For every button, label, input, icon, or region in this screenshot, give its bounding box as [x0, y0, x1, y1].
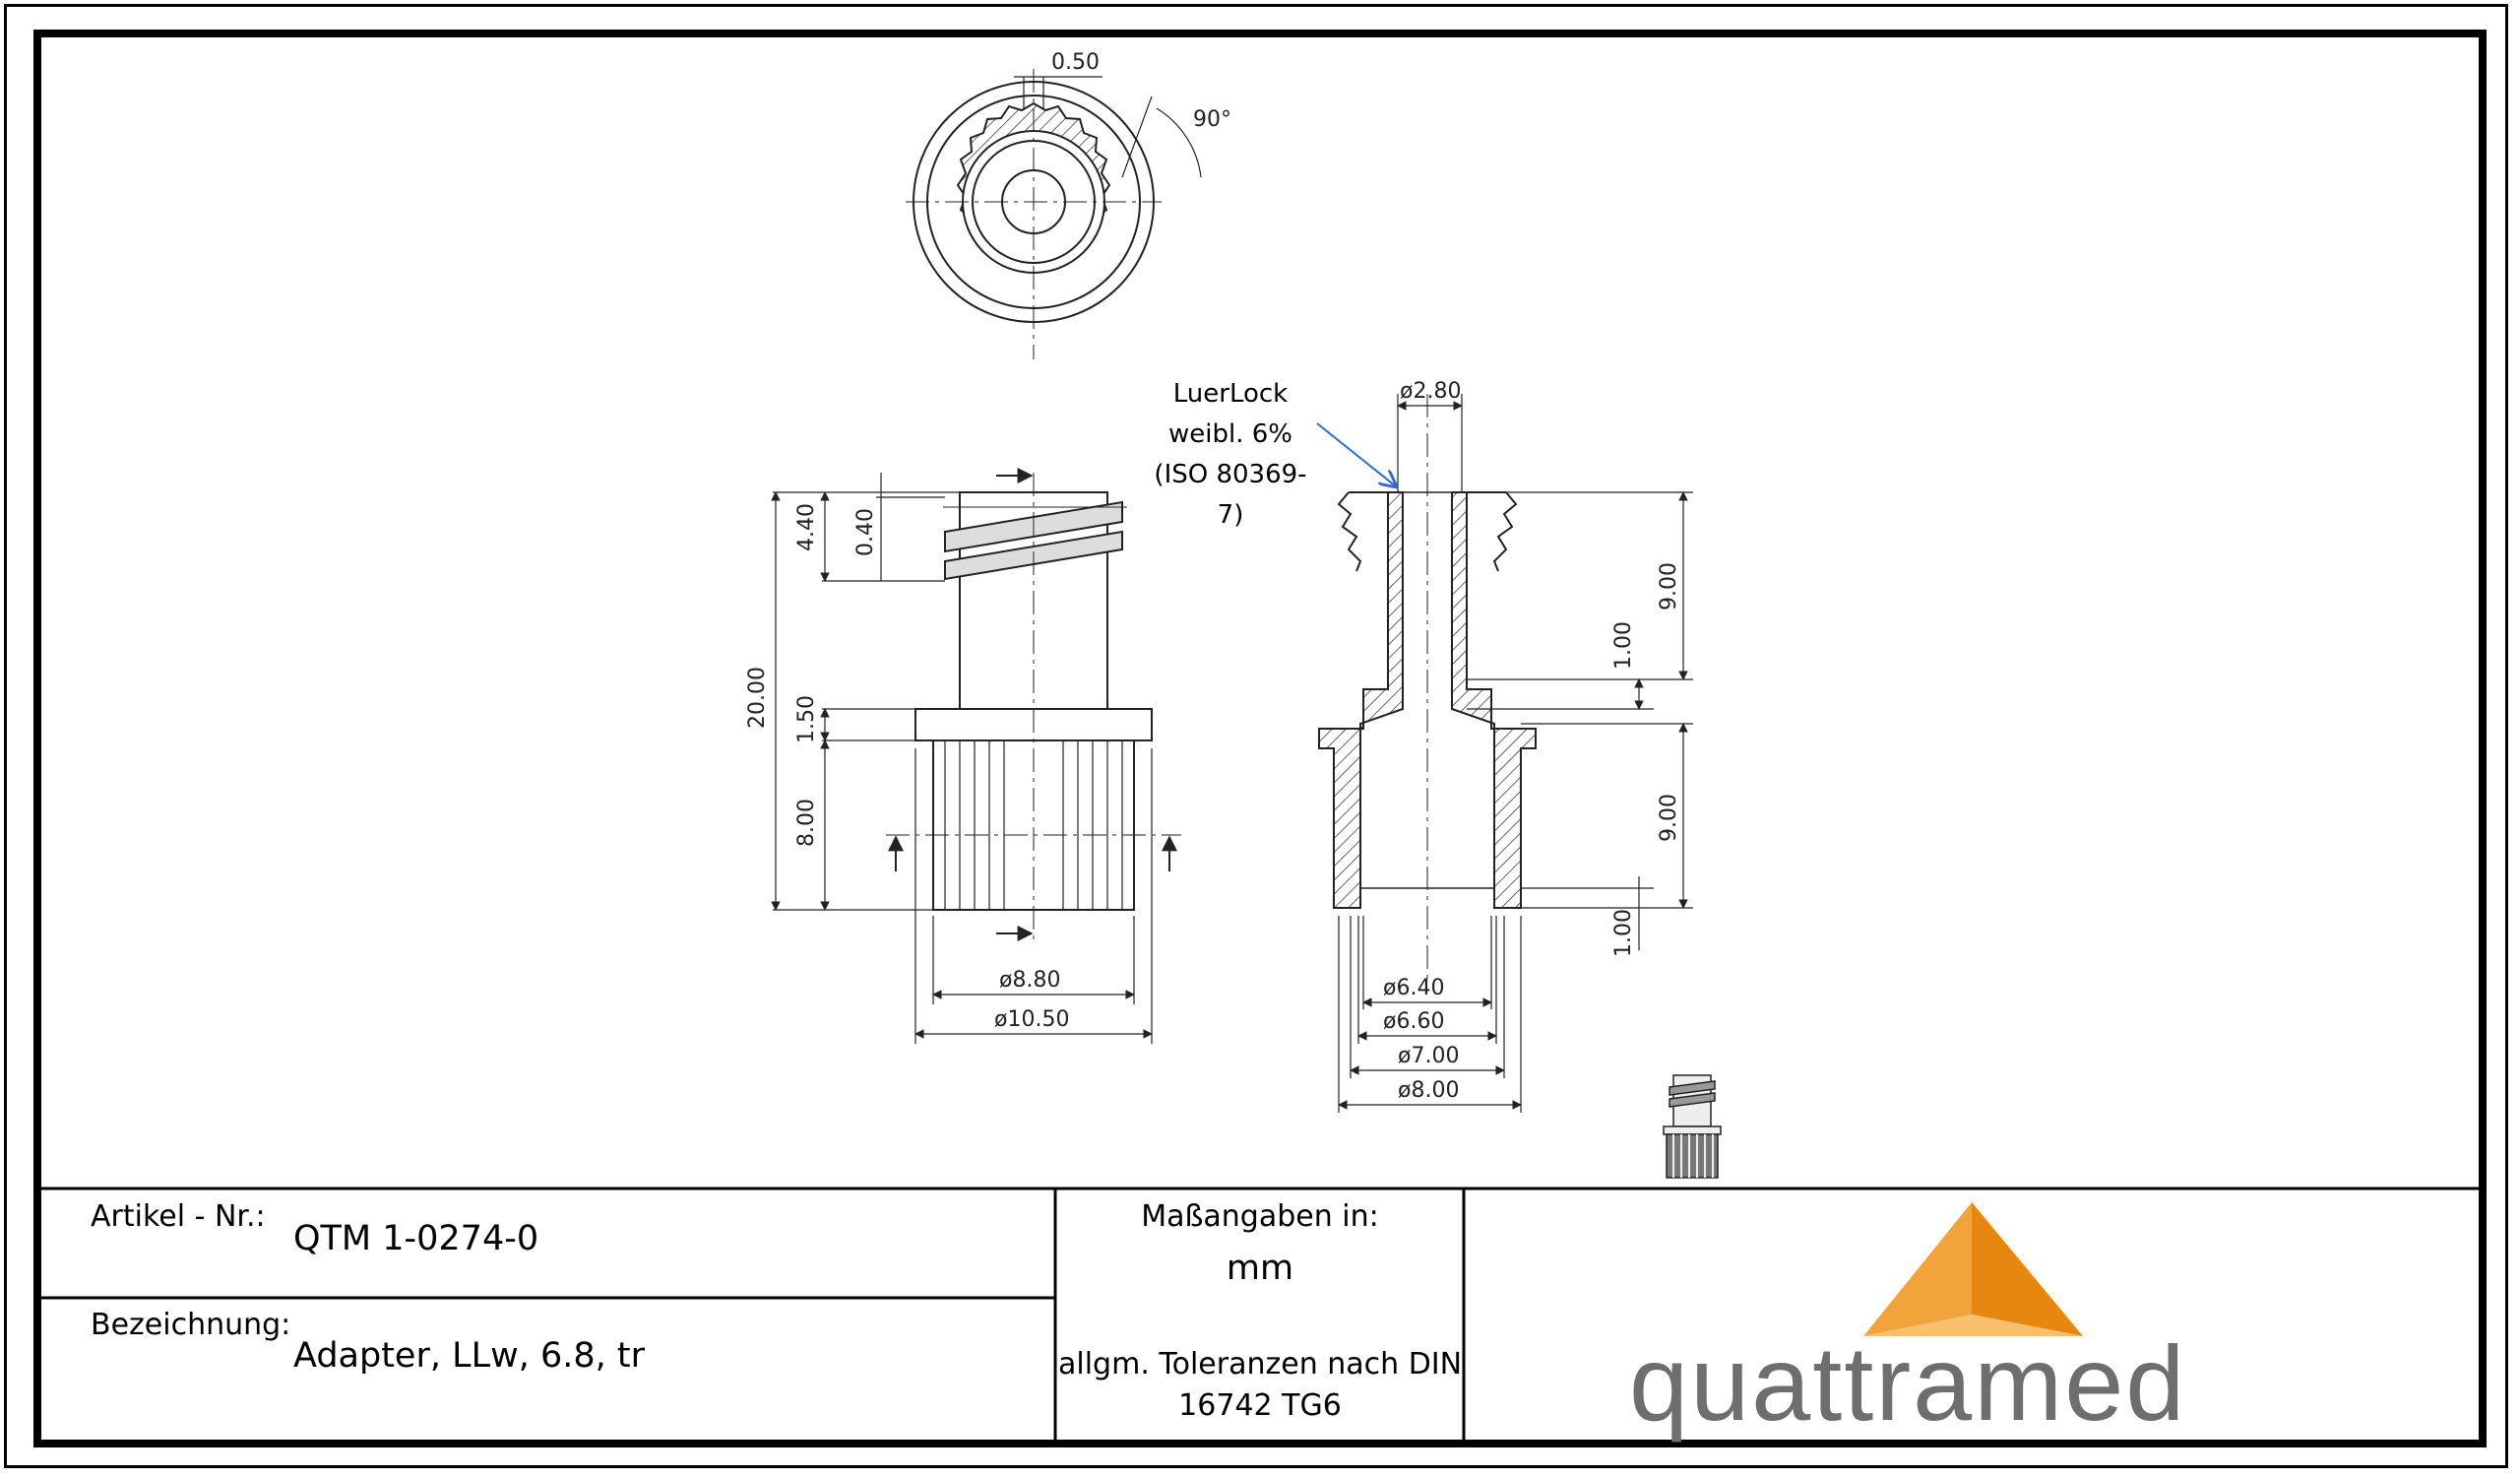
logo-wordmark: quattramed: [1629, 1323, 2187, 1443]
dim-lower-bore: 9.00: [1657, 794, 1681, 842]
outer-frame: [4, 4, 2508, 1468]
luer-note-line2: weibl. 6%: [1168, 419, 1292, 449]
dim-top-width: 0.50: [1051, 50, 1100, 75]
dim-upper-bore: 9.00: [1657, 562, 1681, 610]
section-view: [1318, 394, 1693, 1113]
luer-note-line1: LuerLock: [1172, 379, 1289, 409]
top-view: [906, 69, 1202, 359]
luer-lock-note: LuerLock weibl. 6% (ISO 80369-7): [1142, 374, 1319, 536]
article-label: Artikel - Nr.:: [91, 1199, 266, 1234]
designation-value: Adapter, LLw, 6.8, tr: [293, 1336, 646, 1376]
dim-inner-880: ø8.80: [999, 968, 1060, 993]
tolerance-line1: allgm. Toleranzen nach DIN: [1058, 1347, 1463, 1382]
luer-leader-arrow: [1316, 422, 1396, 486]
dim-700: ø7.00: [1398, 1044, 1459, 1068]
designation-label: Bezeichnung:: [91, 1308, 291, 1342]
dim-total-length: 20.00: [745, 667, 770, 729]
quattramed-logo-icon: [1863, 1202, 2083, 1336]
units-label: Maßangaben in:: [1141, 1199, 1379, 1234]
dim-grip-height: 8.00: [794, 799, 819, 847]
tolerance-line2: 16742 TG6: [1178, 1388, 1342, 1423]
product-thumbnail: [1663, 1074, 1722, 1179]
drawing-frame: [33, 30, 2487, 1447]
dim-640: ø6.40: [1383, 976, 1444, 1000]
dim-thread-height: 4.40: [794, 503, 819, 551]
dim-thread-pitch: 0.40: [853, 508, 878, 556]
side-view: [771, 468, 1181, 1044]
title-block-grid: [37, 1187, 2483, 1440]
dim-800: ø8.00: [1398, 1078, 1459, 1103]
dim-top-angle: 90°: [1193, 107, 1231, 132]
dim-flange-height: 1.50: [794, 695, 819, 743]
dim-660: ø6.60: [1383, 1009, 1444, 1034]
dim-step-upper: 1.00: [1611, 621, 1636, 670]
dim-luer-diameter: ø2.80: [1400, 379, 1461, 404]
units-value: mm: [1226, 1249, 1294, 1288]
dim-step-lower: 1.00: [1611, 909, 1636, 957]
luer-note-line3: (ISO 80369-7): [1154, 460, 1307, 530]
dim-outer-1050: ø10.50: [994, 1007, 1069, 1032]
article-value: QTM 1-0274-0: [293, 1219, 539, 1258]
